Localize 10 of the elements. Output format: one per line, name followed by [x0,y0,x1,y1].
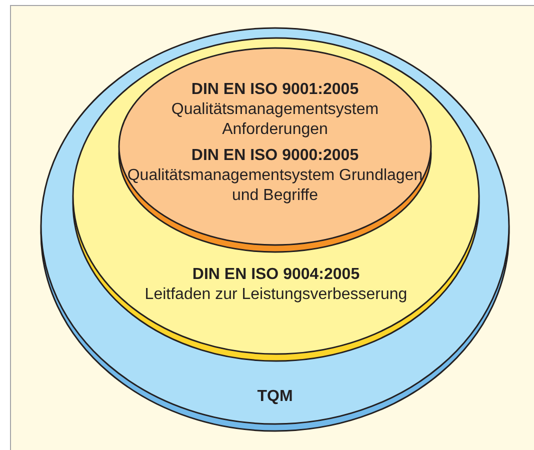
standard-description: Qualitätsmanagementsystem Grundlagen und Begriffe [126,166,424,206]
standard-description: Qualitätsmanagementsystem Anforderungen [170,100,380,140]
layer-ellipse [72,37,480,362]
layer-ellipse [118,47,432,253]
standard-title: DIN EN ISO 9004:2005 [191,265,361,285]
standard-title: TQM [256,387,294,407]
standard-title: DIN EN ISO 9000:2005 [190,146,360,166]
standard-title: DIN EN ISO 9001:2005 [190,80,360,100]
standard-description: Leitfaden zur Leistungsverbesserung [144,285,408,305]
layer-ellipse [40,27,510,432]
